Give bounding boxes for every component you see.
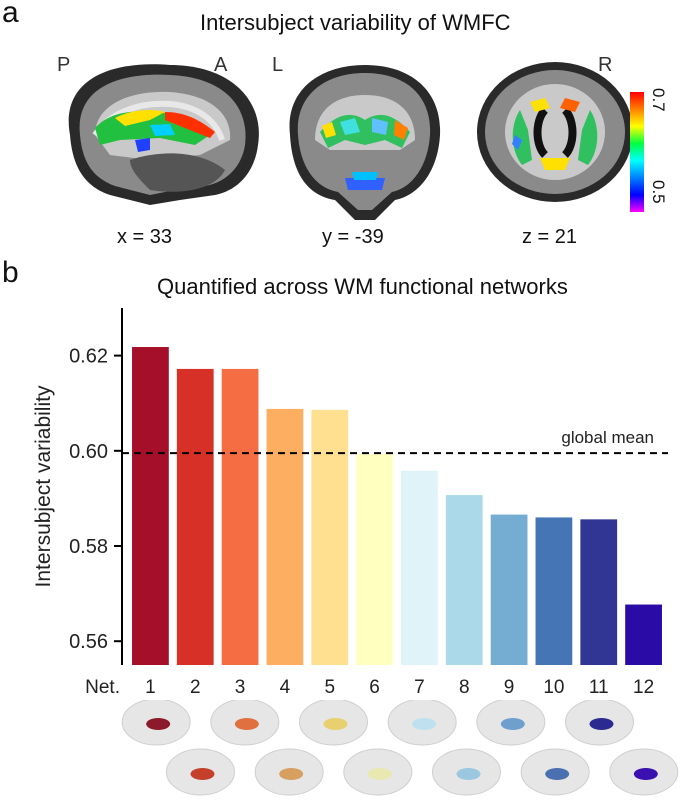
x-axis-prefix: Net. (85, 677, 120, 698)
x-tick-label: 6 (369, 677, 380, 698)
bar-net-1 (132, 347, 169, 665)
x-tick-label: 12 (633, 677, 654, 698)
bar-net-7 (401, 470, 438, 665)
bar-net-11 (580, 519, 618, 665)
x-tick-label: 10 (543, 677, 564, 698)
chart-title: Quantified across WM functional networks (157, 274, 568, 299)
x-tick-label: 2 (190, 677, 201, 698)
brain-thumbnail-net-5 (299, 700, 368, 746)
bar-net-10 (535, 517, 573, 665)
bar-net-9 (490, 514, 528, 665)
brain-thumbnail-net-8 (432, 748, 501, 796)
x-tick-label: 1 (145, 677, 156, 698)
coord-axial: z = 21 (522, 226, 578, 248)
brain-thumbnail-net-6 (343, 748, 413, 796)
colorbar-max-label: 0.7 (649, 88, 668, 112)
x-tick-label: 4 (280, 677, 291, 698)
panel-a-title: Intersubject variability of WMFC (200, 10, 511, 35)
y-tick-label: 0.60 (69, 441, 108, 463)
colorbar (630, 92, 644, 212)
brain-thumbnail-net-4 (254, 748, 324, 796)
brain-thumbnail-net-7 (387, 700, 457, 746)
bar-net-5 (311, 409, 349, 665)
sagittal-brain-image (68, 64, 259, 206)
coord-coronal: y = -39 (322, 226, 384, 248)
global-mean-label: global mean (561, 428, 654, 447)
bar-net-12 (625, 604, 662, 665)
network-thumbnails (121, 700, 679, 796)
orient-label-l: L (272, 54, 284, 76)
coronal-brain-image (289, 65, 441, 220)
coord-sagittal: x = 33 (117, 226, 173, 248)
y-tick-label: 0.58 (69, 536, 108, 558)
panel-a-letter: a (2, 0, 19, 29)
brain-slices (68, 62, 633, 220)
bar-net-4 (266, 408, 304, 665)
bar-net-2 (176, 368, 214, 665)
x-tick-label: 5 (324, 677, 335, 698)
orient-label-r: R (598, 54, 613, 76)
brain-thumbnail-net-10 (520, 748, 590, 796)
panel-b-letter: b (2, 256, 19, 289)
orient-label-a: A (214, 54, 228, 76)
y-tick-label: 0.62 (69, 346, 108, 368)
colorbar-min-label: 0.5 (649, 180, 668, 204)
x-tick-label: 7 (414, 677, 425, 698)
x-tick-label: 9 (504, 677, 515, 698)
brain-thumbnail-net-12 (609, 748, 679, 796)
orient-label-p: P (57, 54, 71, 76)
bar-net-6 (356, 454, 393, 665)
brain-thumbnail-net-11 (565, 700, 634, 746)
y-tick-label: 0.56 (69, 631, 108, 653)
y-axis-label: Intersubject variability (32, 385, 55, 587)
brain-thumbnail-net-1 (121, 700, 191, 746)
x-tick-label: 11 (589, 677, 609, 698)
bar-net-8 (445, 495, 483, 665)
axial-brain-image (477, 62, 633, 202)
x-tick-label: 8 (459, 677, 470, 698)
brain-thumbnail-net-2 (166, 748, 235, 796)
brain-thumbnail-net-3 (210, 700, 280, 746)
x-tick-label: 3 (235, 677, 246, 698)
brain-thumbnail-net-9 (476, 700, 546, 746)
bar-net-3 (221, 368, 259, 665)
